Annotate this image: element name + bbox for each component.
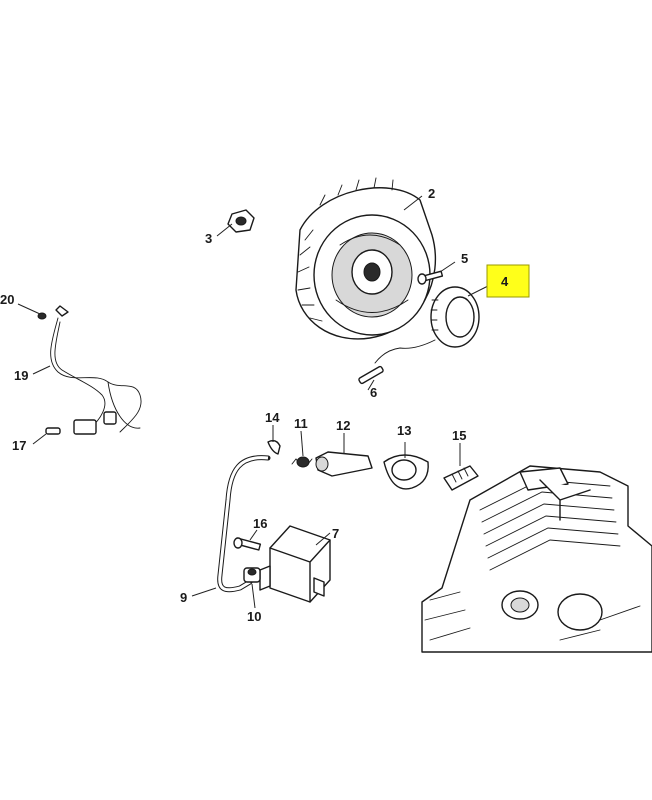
callout-19: 19 bbox=[14, 368, 28, 383]
callout-3: 3 bbox=[205, 231, 212, 246]
generator-ring bbox=[374, 286, 480, 364]
pin bbox=[358, 365, 384, 385]
leader-lines bbox=[17, 195, 489, 609]
clip-14 bbox=[267, 439, 281, 455]
nut bbox=[227, 209, 255, 233]
callout-2: 2 bbox=[428, 186, 435, 201]
callout-17: 17 bbox=[12, 438, 26, 453]
callout-12: 12 bbox=[336, 418, 350, 433]
spark-plug-boot-12 bbox=[315, 451, 373, 477]
boot-cap-13 bbox=[383, 454, 429, 490]
spark-plug-15 bbox=[443, 465, 479, 491]
callout-4-highlight bbox=[486, 264, 530, 298]
callout-6: 6 bbox=[370, 385, 377, 400]
screw-5 bbox=[417, 270, 444, 285]
flywheel bbox=[295, 177, 437, 340]
callout-14: 14 bbox=[265, 410, 280, 425]
callout-9: 9 bbox=[180, 590, 187, 605]
callout-4: 4 bbox=[501, 274, 509, 289]
engine-block bbox=[421, 465, 652, 653]
callout-20: 20 bbox=[0, 292, 14, 307]
callout-5: 5 bbox=[461, 251, 468, 266]
callout-16: 16 bbox=[253, 516, 267, 531]
wire-harness bbox=[37, 305, 142, 435]
callout-11: 11 bbox=[294, 416, 308, 431]
sleeve-10 bbox=[243, 567, 261, 583]
callout-15: 15 bbox=[452, 428, 466, 443]
callout-13: 13 bbox=[397, 423, 411, 438]
callout-10: 10 bbox=[247, 609, 261, 624]
ignition-module bbox=[259, 525, 331, 603]
spring-11 bbox=[291, 456, 313, 468]
ignition-lead bbox=[217, 455, 271, 593]
callouts: 2 3 4 5 6 7 9 10 11 12 13 14 15 16 17 19… bbox=[0, 186, 530, 624]
callout-7: 7 bbox=[332, 526, 339, 541]
screw-16 bbox=[233, 537, 262, 551]
